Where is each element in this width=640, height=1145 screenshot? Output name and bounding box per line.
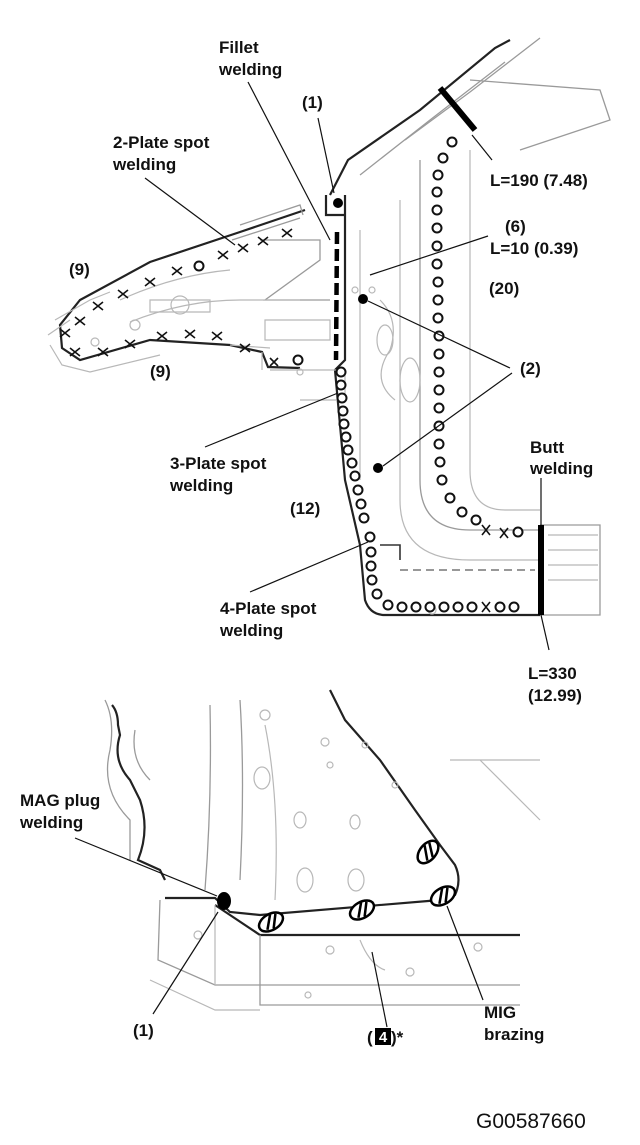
callout-1-bottom: (1) (133, 1021, 154, 1040)
paren-left: ( (367, 1028, 373, 1047)
four-plate-label-2: welding (219, 621, 283, 640)
mig-label-2: brazing (484, 1025, 544, 1044)
callout-2: (2) (520, 359, 541, 378)
l10-label: L=10 (0.39) (490, 239, 578, 258)
part-4-suffix: )* (391, 1028, 404, 1047)
fillet-weld-line (333, 231, 340, 361)
part-4-box (375, 1028, 391, 1045)
top-leaders (144, 81, 550, 651)
four-plate-label-1: 4-Plate spot (220, 599, 317, 618)
butt-label-1: Butt (530, 438, 564, 457)
bottom-labels: MAG plug welding (1) ( 4 )* MIG brazing (19, 791, 544, 1047)
l190-label: L=190 (7.48) (490, 171, 588, 190)
figure-code: G00587660 (476, 1110, 586, 1133)
callout-9-a: (9) (69, 260, 90, 279)
fillet-label-1: Fillet (219, 38, 259, 57)
bottom-panel-outlines (104, 689, 541, 1011)
plug-weld-dots (333, 198, 383, 473)
part-4-number: 4 (379, 1029, 388, 1046)
mig-brazing-marks (257, 839, 457, 933)
l330-label-1: L=330 (528, 664, 577, 683)
mag-plug-weld (217, 892, 231, 910)
mig-label-1: MIG (484, 1003, 516, 1022)
butt-label-2: welding (529, 459, 593, 478)
l330-label-2: (12.99) (528, 686, 582, 705)
three-plate-label-1: 3-Plate spot (170, 454, 267, 473)
two-plate-label-2: welding (112, 155, 176, 174)
mag-label-2: welding (19, 813, 83, 832)
mag-label-1: MAG plug (20, 791, 100, 810)
callout-12: (12) (290, 499, 320, 518)
three-plate-label-2: welding (169, 476, 233, 495)
top-labels: Fillet welding (1) 2-Plate spot welding … (69, 38, 593, 705)
bottom-leaders (74, 837, 484, 1028)
fillet-label-2: welding (218, 60, 282, 79)
top-panel-outlines (47, 37, 611, 617)
callout-6: (6) (505, 217, 526, 236)
callout-20: (20) (489, 279, 519, 298)
spot-welds-outer (335, 366, 520, 613)
spot-welds-arm (59, 228, 304, 367)
callout-1-top: (1) (302, 93, 323, 112)
two-plate-label-1: 2-Plate spot (113, 133, 210, 152)
callout-9-b: (9) (150, 362, 171, 381)
